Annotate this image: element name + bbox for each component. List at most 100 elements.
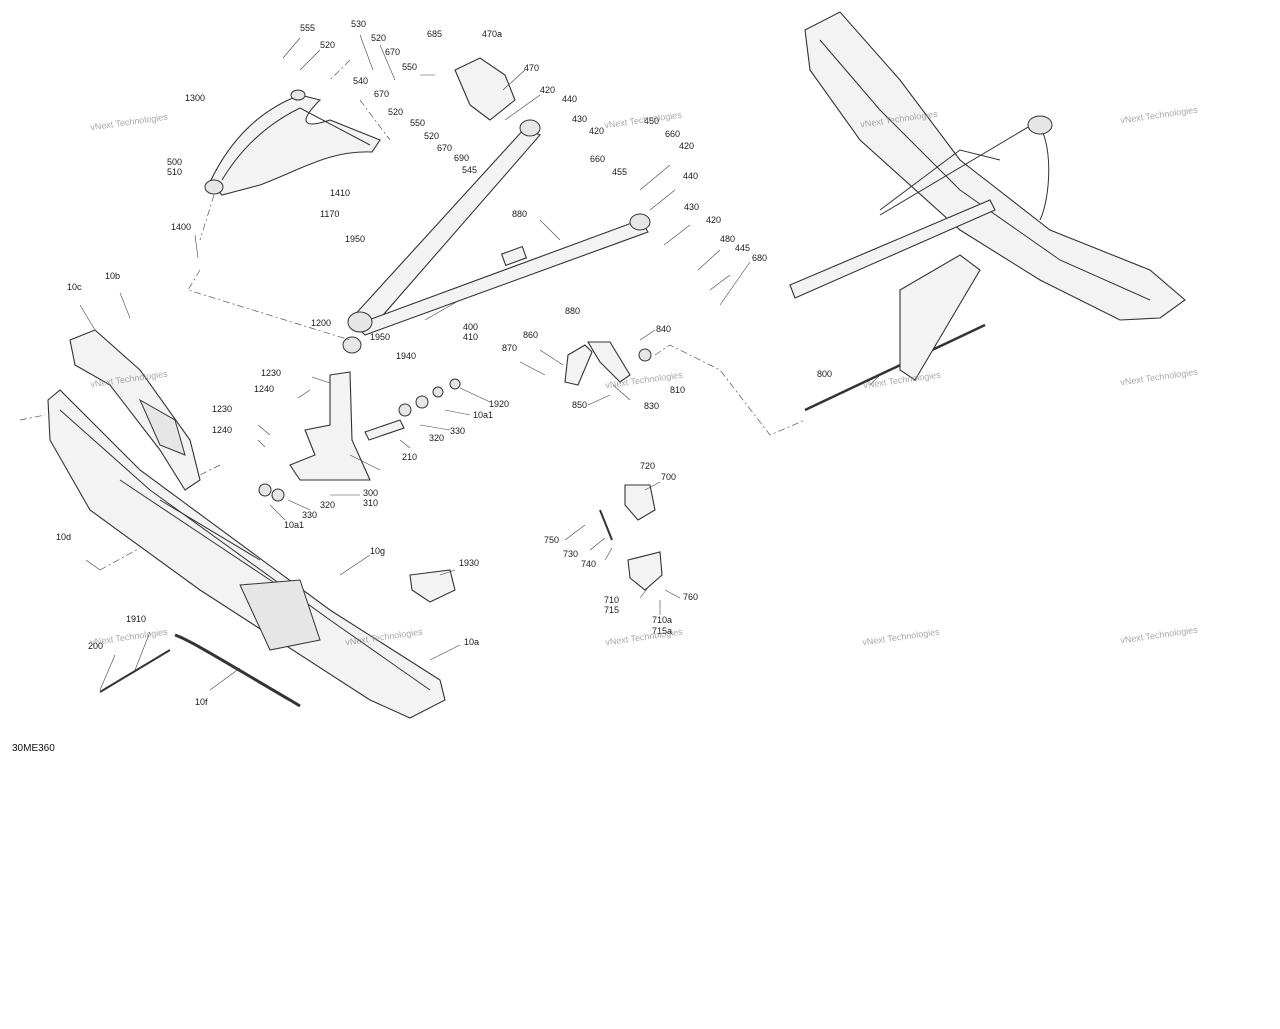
callout-420: 420 bbox=[540, 85, 556, 95]
bracket-470 bbox=[454, 57, 516, 121]
link-830 bbox=[587, 341, 631, 383]
link-860 bbox=[564, 344, 593, 386]
callout-670: 670 bbox=[385, 47, 401, 57]
ski-axle bbox=[258, 378, 461, 502]
callout-420: 420 bbox=[706, 215, 722, 225]
callout-850: 850 bbox=[572, 400, 588, 410]
callout-450: 450 bbox=[644, 116, 660, 126]
callout-810: 810 bbox=[670, 385, 686, 395]
callout-710: 710 bbox=[604, 595, 620, 605]
callout-1230: 1230 bbox=[212, 404, 233, 414]
callout-680: 680 bbox=[752, 253, 768, 263]
callout-310: 310 bbox=[363, 498, 379, 508]
callout-545: 545 bbox=[462, 165, 478, 175]
callout-530: 530 bbox=[351, 19, 367, 29]
callout-1950: 1950 bbox=[345, 234, 366, 244]
callout-1230: 1230 bbox=[261, 368, 282, 378]
callout-10a1: 10a1 bbox=[473, 410, 494, 420]
callout-1930: 1930 bbox=[459, 558, 480, 568]
callout-400: 400 bbox=[463, 322, 479, 332]
callout-750: 750 bbox=[544, 535, 560, 545]
callout-430: 430 bbox=[572, 114, 588, 124]
callout-880: 880 bbox=[512, 209, 528, 219]
assembly-line-1 bbox=[187, 194, 351, 341]
callout-10b: 10b bbox=[105, 271, 121, 281]
callout-740: 740 bbox=[581, 559, 597, 569]
ski-handle-inset bbox=[138, 398, 186, 456]
callout-10c: 10c bbox=[67, 282, 82, 292]
callout-210: 210 bbox=[402, 452, 418, 462]
callout-1400: 1400 bbox=[171, 222, 192, 232]
callout-440: 440 bbox=[562, 94, 578, 104]
upper-a-arm bbox=[204, 89, 381, 196]
callout-470a: 470a bbox=[482, 29, 503, 39]
assembly-line-2 bbox=[329, 59, 391, 141]
callout-430: 430 bbox=[684, 202, 700, 212]
callout-320: 320 bbox=[429, 433, 445, 443]
spindle bbox=[289, 336, 371, 481]
ski-handle bbox=[69, 329, 201, 491]
callout-520: 520 bbox=[388, 107, 404, 117]
callout-840: 840 bbox=[656, 324, 672, 334]
assembly-line-3 bbox=[654, 344, 806, 436]
callout-710a: 710a bbox=[652, 615, 673, 625]
callout-480: 480 bbox=[720, 234, 736, 244]
callout-730: 730 bbox=[563, 549, 579, 559]
callout-690: 690 bbox=[454, 153, 470, 163]
callout-330: 330 bbox=[302, 510, 318, 520]
callout-550: 550 bbox=[410, 118, 426, 128]
callout-10d: 10d bbox=[56, 532, 72, 542]
callout-1410: 1410 bbox=[330, 188, 351, 198]
callout-10a: 10a bbox=[464, 637, 480, 647]
callout-700: 700 bbox=[661, 472, 677, 482]
ski bbox=[47, 389, 446, 719]
bracket-710 bbox=[627, 551, 663, 591]
callout-860: 860 bbox=[523, 330, 539, 340]
callout-670: 670 bbox=[374, 89, 390, 99]
wear-pad bbox=[409, 569, 456, 603]
callout-660: 660 bbox=[590, 154, 606, 164]
callout-1240: 1240 bbox=[212, 425, 233, 435]
callout-1170: 1170 bbox=[320, 209, 340, 219]
callout-470: 470 bbox=[524, 63, 540, 73]
callout-1950: 1950 bbox=[370, 332, 391, 342]
callout-420: 420 bbox=[679, 141, 695, 151]
callout-540: 540 bbox=[353, 76, 369, 86]
callout-1920: 1920 bbox=[489, 399, 510, 409]
callout-760: 760 bbox=[683, 592, 699, 602]
assembled-view bbox=[789, 11, 1186, 381]
callout-830: 830 bbox=[644, 401, 660, 411]
ski-bolt bbox=[99, 649, 171, 693]
callout-660: 660 bbox=[665, 129, 681, 139]
callout-685: 685 bbox=[427, 29, 443, 39]
callout-10g: 10g bbox=[370, 546, 386, 556]
sensor-700 bbox=[624, 484, 656, 521]
callout-1240: 1240 bbox=[254, 384, 275, 394]
callout-445: 445 bbox=[735, 243, 751, 253]
callout-800: 800 bbox=[817, 369, 833, 379]
callout-670: 670 bbox=[437, 143, 453, 153]
callout-300: 300 bbox=[363, 488, 379, 498]
callout-1910: 1910 bbox=[126, 614, 147, 624]
lower-a-arm bbox=[347, 119, 651, 336]
callout-320: 320 bbox=[320, 500, 336, 510]
callout-1200: 1200 bbox=[311, 318, 332, 328]
callout-420: 420 bbox=[589, 126, 605, 136]
callout-520: 520 bbox=[424, 131, 440, 141]
callout-1300: 1300 bbox=[185, 93, 206, 103]
callout-10f: 10f bbox=[195, 697, 208, 707]
callout-500: 500 bbox=[167, 157, 183, 167]
callout-880: 880 bbox=[565, 306, 581, 316]
callout-550: 550 bbox=[402, 62, 418, 72]
callout-555: 555 bbox=[300, 23, 316, 33]
bushing-810 bbox=[638, 348, 652, 362]
callout-330: 330 bbox=[450, 426, 466, 436]
callout-720: 720 bbox=[640, 461, 656, 471]
callout-520: 520 bbox=[320, 40, 336, 50]
callout-1940: 1940 bbox=[396, 351, 417, 361]
callout-870: 870 bbox=[502, 343, 518, 353]
callout-520: 520 bbox=[371, 33, 387, 43]
link-730 bbox=[599, 509, 613, 541]
